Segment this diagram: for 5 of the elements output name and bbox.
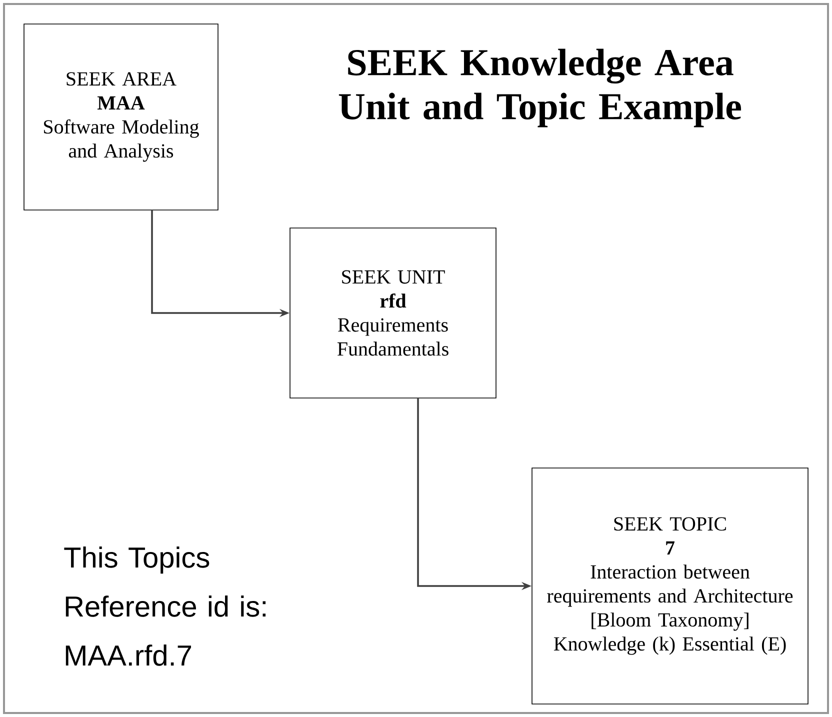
text-box: SEEK AREA MAA Software Modeling and Analysis xyxy=(24,24,218,210)
note-text: This Topics Reference id is: MAA.rfd.7 xyxy=(64,546,266,666)
text-box: SEEK UNIT rfd Requirements Fundamentals xyxy=(290,228,496,398)
title: SEEK Knowledge Area Unit and Topic Example xyxy=(338,48,742,128)
text-box: SEEK TOPIC 7 Interaction between requirements and Architecture [Bloom Taxonomy] Knowledge (k) Essential (E) xyxy=(532,468,808,704)
